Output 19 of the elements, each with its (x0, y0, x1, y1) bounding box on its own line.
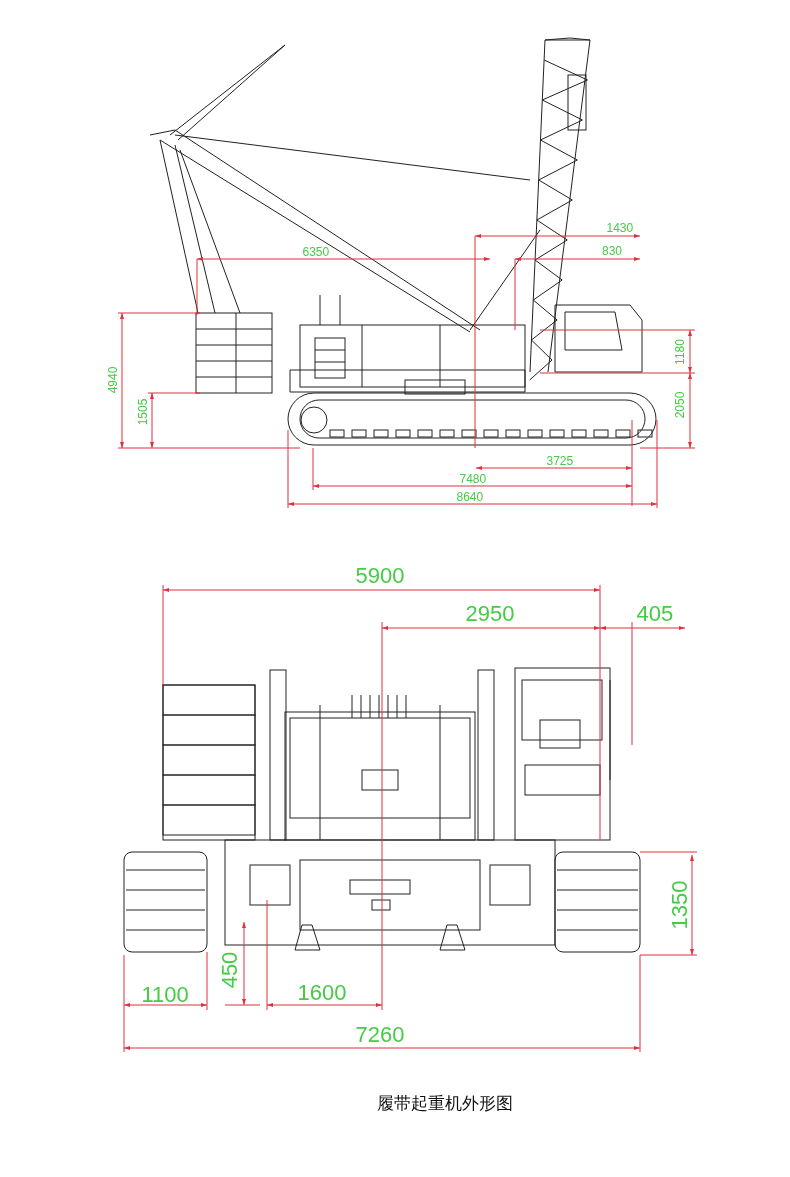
dimension-label: 450 (218, 951, 241, 989)
dimension-label: 1350 (669, 880, 691, 930)
dimension-label: 8640 (456, 491, 484, 503)
dimension-label: 1600 (297, 982, 347, 1004)
dimension-label: 6350 (302, 246, 330, 258)
dimension-label: 1180 (673, 339, 686, 365)
dimension-label: 1505 (136, 398, 149, 426)
dimension-label: 1100 (141, 984, 189, 1006)
caption: 履带起重机外形图 (377, 1092, 513, 1115)
dimension-label: 2050 (673, 391, 686, 419)
dimension-label: 1430 (606, 222, 634, 234)
dimension-label: 3725 (546, 455, 574, 467)
dimension-label: 2950 (465, 603, 515, 625)
dimension-label: 830 (602, 245, 623, 257)
dimension-label: 7260 (355, 1024, 405, 1046)
dimension-label: 7480 (459, 473, 487, 485)
dimension-label: 4940 (106, 366, 119, 394)
dimension-label: 5900 (355, 565, 405, 587)
dimension-label: 405 (636, 603, 674, 625)
